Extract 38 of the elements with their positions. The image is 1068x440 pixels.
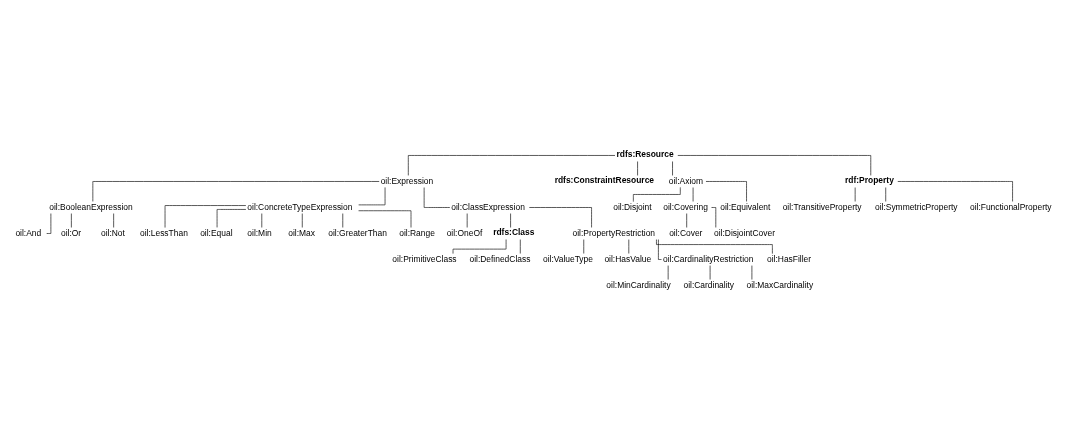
node-text: oil:DefinedClass <box>469 253 531 264</box>
node-text: oil:SymmetricProperty <box>874 201 958 212</box>
node-text: oil:ConcreteTypeExpression <box>247 201 353 212</box>
node-text: oil:Expression <box>380 175 434 186</box>
node-text: oil:And <box>15 227 42 238</box>
node-text: oil:Range <box>399 227 435 238</box>
node-text: oil:LessThan <box>139 227 188 238</box>
connector <box>658 238 662 260</box>
node-text: oil:MinCardinality <box>606 279 671 290</box>
node-text: oil:Min <box>247 227 272 238</box>
node-text: oil:Equal <box>200 227 233 238</box>
node-text: oil:ValueType <box>542 253 593 264</box>
node-text: oil:Equivalent <box>720 201 771 212</box>
node-text: oil:Max <box>288 227 316 238</box>
node-text: oil:Or <box>60 227 82 238</box>
node-text: oil:DisjointCover <box>714 227 775 238</box>
node-text: rdfs:Class <box>493 226 535 237</box>
node-text: rdfs:ConstraintResource <box>554 174 655 185</box>
node-text: oil:Cover <box>669 227 703 238</box>
node-text: oil:Axiom <box>668 175 704 186</box>
node-text: oil:PropertyRestriction <box>572 227 656 238</box>
node-text: oil:GreaterThan <box>328 227 387 238</box>
node-text: oil:FunctionalProperty <box>969 201 1052 212</box>
node-text: oil:Cardinality <box>683 279 735 290</box>
node-text: oil:ClassExpression <box>451 201 525 212</box>
node-text: oil:HasValue <box>604 253 652 264</box>
node-text: oil:HasFiller <box>767 253 812 264</box>
node-text: oil:PrimitiveClass <box>392 253 457 264</box>
node-text: oil:Disjoint <box>613 201 652 212</box>
node-text: rdfs:Resource <box>616 148 674 159</box>
node-text: oil:BooleanExpression <box>49 201 133 212</box>
node-text: oil:CardinalityRestriction <box>662 253 754 264</box>
node-text: oil:TransitiveProperty <box>782 201 862 212</box>
node-text: oil:MaxCardinality <box>746 279 814 290</box>
node-text: oil:OneOf <box>446 227 483 238</box>
node-text: rdf:Property <box>845 174 894 185</box>
node-text: oil:Covering <box>663 201 708 212</box>
node-text: oil:Not <box>100 227 125 238</box>
